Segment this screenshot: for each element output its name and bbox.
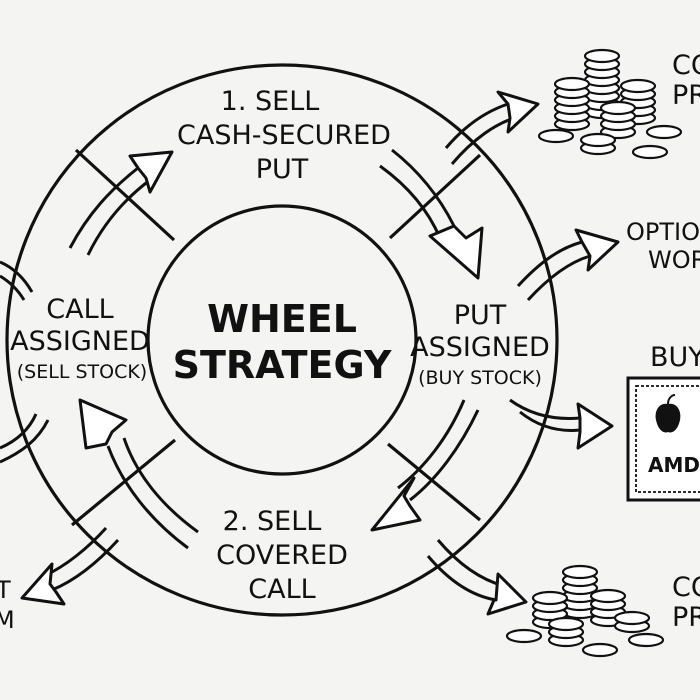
step-sell-call-line1: 2. SELL — [223, 506, 322, 537]
center-title-line2: STRATEGY — [173, 343, 392, 387]
stock-certificate: AMD — [626, 376, 700, 502]
arrow-icon — [444, 90, 540, 165]
step-call-assigned-line1: CALL — [46, 294, 113, 325]
arrow-icon — [516, 228, 620, 302]
step-call-assigned-line3: (SELL STOCK) — [17, 361, 147, 383]
arrow-icon — [0, 413, 50, 464]
arrow-icon — [370, 399, 480, 532]
step-put-assigned-line2: ASSIGNED — [410, 332, 550, 363]
coin-stack-icon — [537, 48, 683, 160]
coin-stack-icon — [505, 564, 665, 658]
arrow-icon — [426, 539, 528, 616]
apple-icon — [655, 394, 681, 433]
cycle-arrows — [68, 148, 484, 550]
arrow-icon — [0, 260, 34, 301]
arrow-icon — [20, 526, 120, 606]
outcome-left-line1: T — [0, 576, 11, 604]
outcome-left-line2: M — [0, 606, 15, 634]
certificate-ticker: AMD — [648, 453, 700, 477]
step-call-assigned-line2: ASSIGNED — [10, 326, 150, 357]
step-put-assigned-line3: (BUY STOCK) — [418, 367, 542, 389]
step-sell-put-line2: CASH-SECURED — [177, 120, 391, 151]
arrow-icon — [78, 398, 199, 550]
outcome-arrows — [0, 90, 620, 616]
arrow-icon — [68, 150, 174, 256]
arrow-icon — [379, 148, 484, 280]
step-sell-call-line3: CALL — [248, 574, 315, 605]
step-sell-call-line2: COVERED — [216, 540, 348, 571]
outcome-premium-bottom-line2: PR — [672, 602, 700, 633]
outcome-worthless-line1: OPTIO — [626, 218, 700, 246]
outcome-premium-bottom-line1: CO — [672, 572, 700, 603]
step-sell-put-line1: 1. SELL — [221, 86, 320, 117]
wheel-ring — [5, 63, 559, 617]
outcome-premium-top-line1: CO — [672, 50, 700, 81]
arrow-icon — [509, 398, 614, 450]
step-put-assigned-line1: PUT — [454, 300, 507, 331]
step-sell-put-line3: PUT — [256, 154, 309, 185]
center-title-line1: WHEEL — [207, 297, 357, 341]
outcome-buy: BUY — [650, 342, 700, 373]
outcome-premium-top-line2: PR — [672, 80, 700, 111]
outcome-worthless-line2: WOR — [648, 246, 700, 274]
